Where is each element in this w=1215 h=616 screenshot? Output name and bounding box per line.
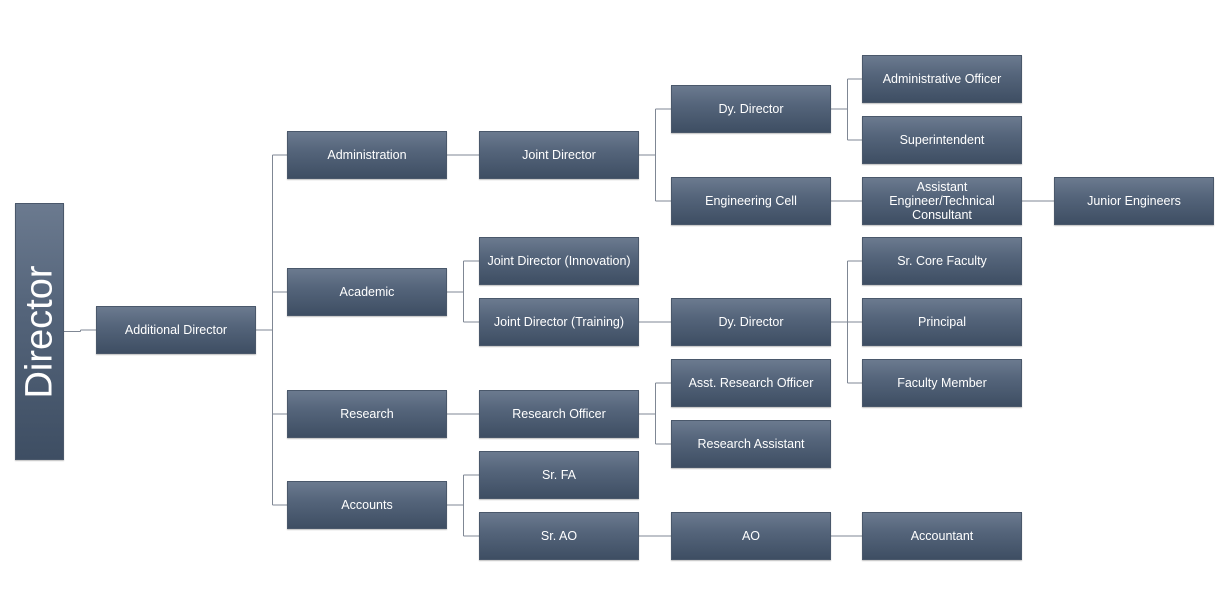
org-node-administration: Administration: [287, 131, 447, 179]
org-node-label: Accountant: [910, 529, 974, 543]
org-node-accountant: Accountant: [862, 512, 1022, 560]
org-node-label: Research Officer: [512, 407, 606, 421]
org-node-asst-research-officer: Asst. Research Officer: [671, 359, 831, 407]
org-node-dy-director-admin: Dy. Director: [671, 85, 831, 133]
org-node-assistant-engineer: Assistant Engineer/Technical Consultant: [862, 177, 1022, 225]
org-node-label: Joint Director (Innovation): [487, 254, 631, 268]
org-node-junior-engineers: Junior Engineers: [1054, 177, 1214, 225]
org-node-research-assistant: Research Assistant: [671, 420, 831, 468]
org-node-label: AO: [741, 529, 761, 543]
org-node-additional-director: Additional Director: [96, 306, 256, 354]
org-node-label: Research Assistant: [697, 437, 805, 451]
org-node-ao: AO: [671, 512, 831, 560]
org-node-label: Faculty Member: [897, 376, 987, 390]
org-node-academic: Academic: [287, 268, 447, 316]
org-node-research-officer: Research Officer: [479, 390, 639, 438]
org-node-label: Joint Director (Training): [493, 315, 625, 329]
org-node-sr-ao: Sr. AO: [479, 512, 639, 560]
org-node-sr-fa: Sr. FA: [479, 451, 639, 499]
org-node-label: Administrative Officer: [882, 72, 1002, 86]
org-node-label: Additional Director: [124, 323, 228, 337]
org-node-label: Junior Engineers: [1087, 194, 1181, 208]
org-node-label: Engineering Cell: [705, 194, 797, 208]
org-node-dy-director-training: Dy. Director: [671, 298, 831, 346]
org-node-label: Academic: [339, 285, 395, 299]
org-node-superintendent: Superintendent: [862, 116, 1022, 164]
org-node-label: Dy. Director: [718, 315, 784, 329]
org-node-label: Research: [340, 407, 394, 421]
org-node-label: Asst. Research Officer: [688, 376, 814, 390]
org-node-label: Director: [18, 264, 61, 399]
org-node-label: Sr. Core Faculty: [897, 254, 987, 268]
org-node-director: Director: [15, 203, 64, 460]
org-node-accounts: Accounts: [287, 481, 447, 529]
org-node-label: Assistant Engineer/Technical Consultant: [889, 180, 995, 222]
org-node-engineering-cell: Engineering Cell: [671, 177, 831, 225]
org-node-label: Principal: [918, 315, 966, 329]
org-node-label: Joint Director: [522, 148, 596, 162]
org-node-administrative-officer: Administrative Officer: [862, 55, 1022, 103]
org-node-joint-director-training: Joint Director (Training): [479, 298, 639, 346]
org-node-label: Administration: [327, 148, 407, 162]
org-node-label: Sr. AO: [540, 529, 578, 543]
org-node-principal: Principal: [862, 298, 1022, 346]
org-node-label: Dy. Director: [718, 102, 784, 116]
org-node-label: Accounts: [341, 498, 393, 512]
org-node-research: Research: [287, 390, 447, 438]
org-node-joint-director-innovation: Joint Director (Innovation): [479, 237, 639, 285]
org-node-label: Superintendent: [899, 133, 985, 147]
org-node-faculty-member: Faculty Member: [862, 359, 1022, 407]
org-node-sr-core-faculty: Sr. Core Faculty: [862, 237, 1022, 285]
org-node-label: Sr. FA: [541, 468, 577, 482]
org-node-joint-director: Joint Director: [479, 131, 639, 179]
